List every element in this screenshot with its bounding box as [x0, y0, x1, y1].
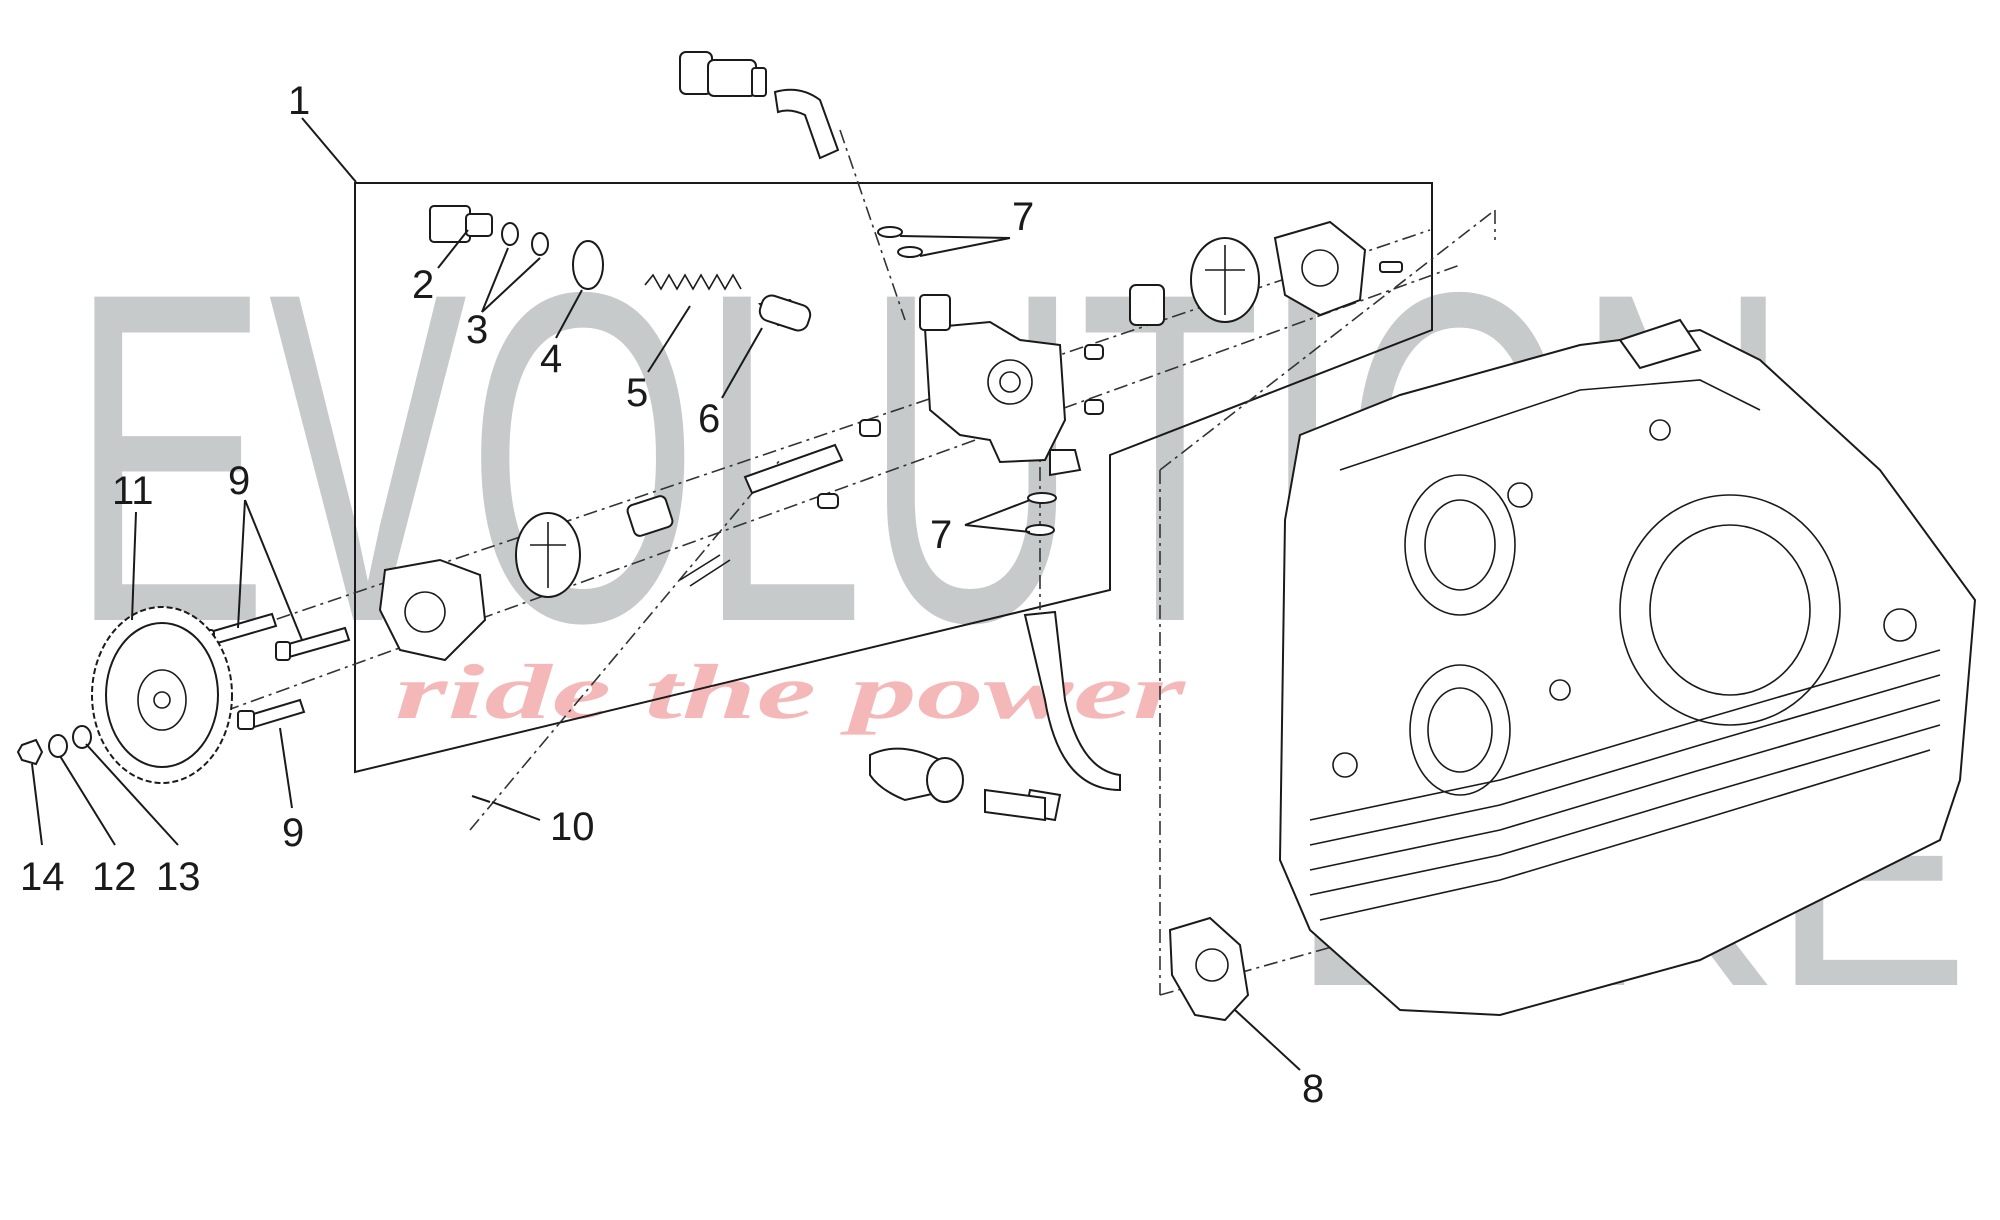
- leader-9c: [279, 727, 293, 809]
- callout-1: 1: [288, 79, 310, 123]
- part-10-pin: [471, 795, 491, 803]
- callout-9-upper: 9: [228, 459, 250, 503]
- leader-4: [555, 289, 583, 339]
- crankcase: [1278, 318, 1977, 1017]
- leader-7c: [964, 499, 1031, 526]
- crankcase-boundary: [1159, 209, 1496, 995]
- part-14-nut: [16, 738, 44, 766]
- oil-pipe-fitting-top: [679, 51, 840, 160]
- leader-2: [437, 229, 469, 269]
- callout-10: 10: [550, 805, 595, 849]
- callout-2: 2: [412, 263, 434, 307]
- leader-13: [85, 743, 179, 846]
- part-3-washers: [501, 222, 549, 256]
- leader-7b: [919, 237, 1011, 257]
- pump-cover-right: [1273, 220, 1403, 317]
- leader-12: [59, 755, 116, 846]
- part-12-washer: [48, 734, 68, 758]
- leader-1: [301, 117, 357, 183]
- callout-13: 13: [156, 855, 201, 899]
- callout-11: 11: [112, 469, 154, 513]
- callout-8: 8: [1302, 1067, 1324, 1111]
- callout-4: 4: [540, 337, 562, 381]
- callout-labels: 1 2 3 4 5 6 7 7 8 9 9 10 11 12 13 14: [20, 79, 1324, 1111]
- leader-9a: [237, 499, 246, 629]
- oil-hose-lower: [869, 610, 1121, 822]
- part-11-drive-gear: [91, 606, 233, 784]
- callout-9-lower: 9: [282, 811, 304, 855]
- leader-6: [721, 327, 763, 399]
- part-7-orings-upper: [877, 226, 923, 258]
- leader-7a: [899, 235, 1011, 239]
- leader-3b: [481, 257, 541, 313]
- callout-7-lower: 7: [930, 513, 952, 557]
- leader-10: [491, 801, 541, 821]
- callout-3: 3: [466, 308, 488, 352]
- leader-11: [131, 511, 137, 621]
- leader-5: [647, 305, 691, 373]
- part-4-oring: [572, 240, 604, 290]
- callout-5: 5: [626, 371, 648, 415]
- part-6-valve: [758, 294, 812, 332]
- part-8-cover-plate: [1168, 916, 1250, 1022]
- part-13-washer: [72, 725, 92, 749]
- rotors-and-couplings: [515, 237, 1260, 598]
- assembly-boundary: [354, 182, 1433, 774]
- leader-9b: [244, 499, 303, 641]
- leader-3a: [481, 247, 509, 313]
- leader-8: [1234, 1009, 1301, 1071]
- pump-cover-left: [378, 558, 487, 662]
- leader-7d: [964, 524, 1031, 533]
- part-5-spring: [644, 273, 742, 291]
- oil-pump-body: [919, 294, 1082, 477]
- leader-14: [31, 763, 43, 846]
- callout-7-upper: 7: [1012, 195, 1034, 239]
- callout-14: 14: [20, 855, 65, 899]
- callout-12: 12: [92, 855, 137, 899]
- callout-6: 6: [698, 397, 720, 441]
- pump-shaft: [679, 344, 1104, 587]
- part-2-plug: [429, 205, 493, 243]
- part-7-orings-lower: [1025, 492, 1057, 536]
